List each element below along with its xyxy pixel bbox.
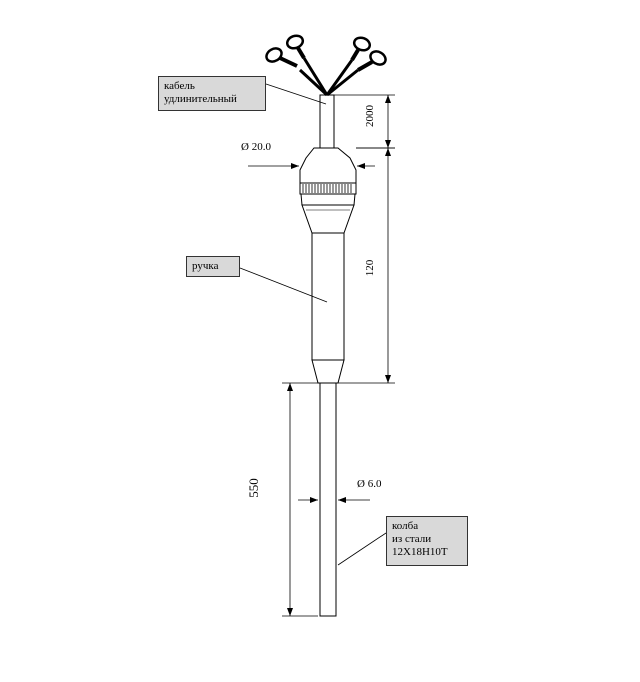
probe-length-label: 550	[246, 478, 261, 498]
handle-diameter-label: Ø 20.0	[241, 141, 271, 153]
dimension-arrows	[287, 95, 391, 616]
cable-length-label: 2000	[364, 105, 376, 127]
probe-diameter-label: Ø 6.0	[357, 478, 382, 490]
handle-callout: ручка	[186, 256, 240, 277]
handle-head	[299, 147, 357, 234]
wire-leads	[265, 34, 387, 97]
handle-body	[311, 232, 345, 384]
dimension-lines	[239, 83, 395, 617]
cable-callout: кабель удлинительный	[158, 76, 266, 111]
probe-tube	[319, 382, 337, 617]
handle-length-label: 120	[364, 259, 376, 277]
flask-callout: колба из стали 12Х18Н10Т	[386, 516, 468, 566]
